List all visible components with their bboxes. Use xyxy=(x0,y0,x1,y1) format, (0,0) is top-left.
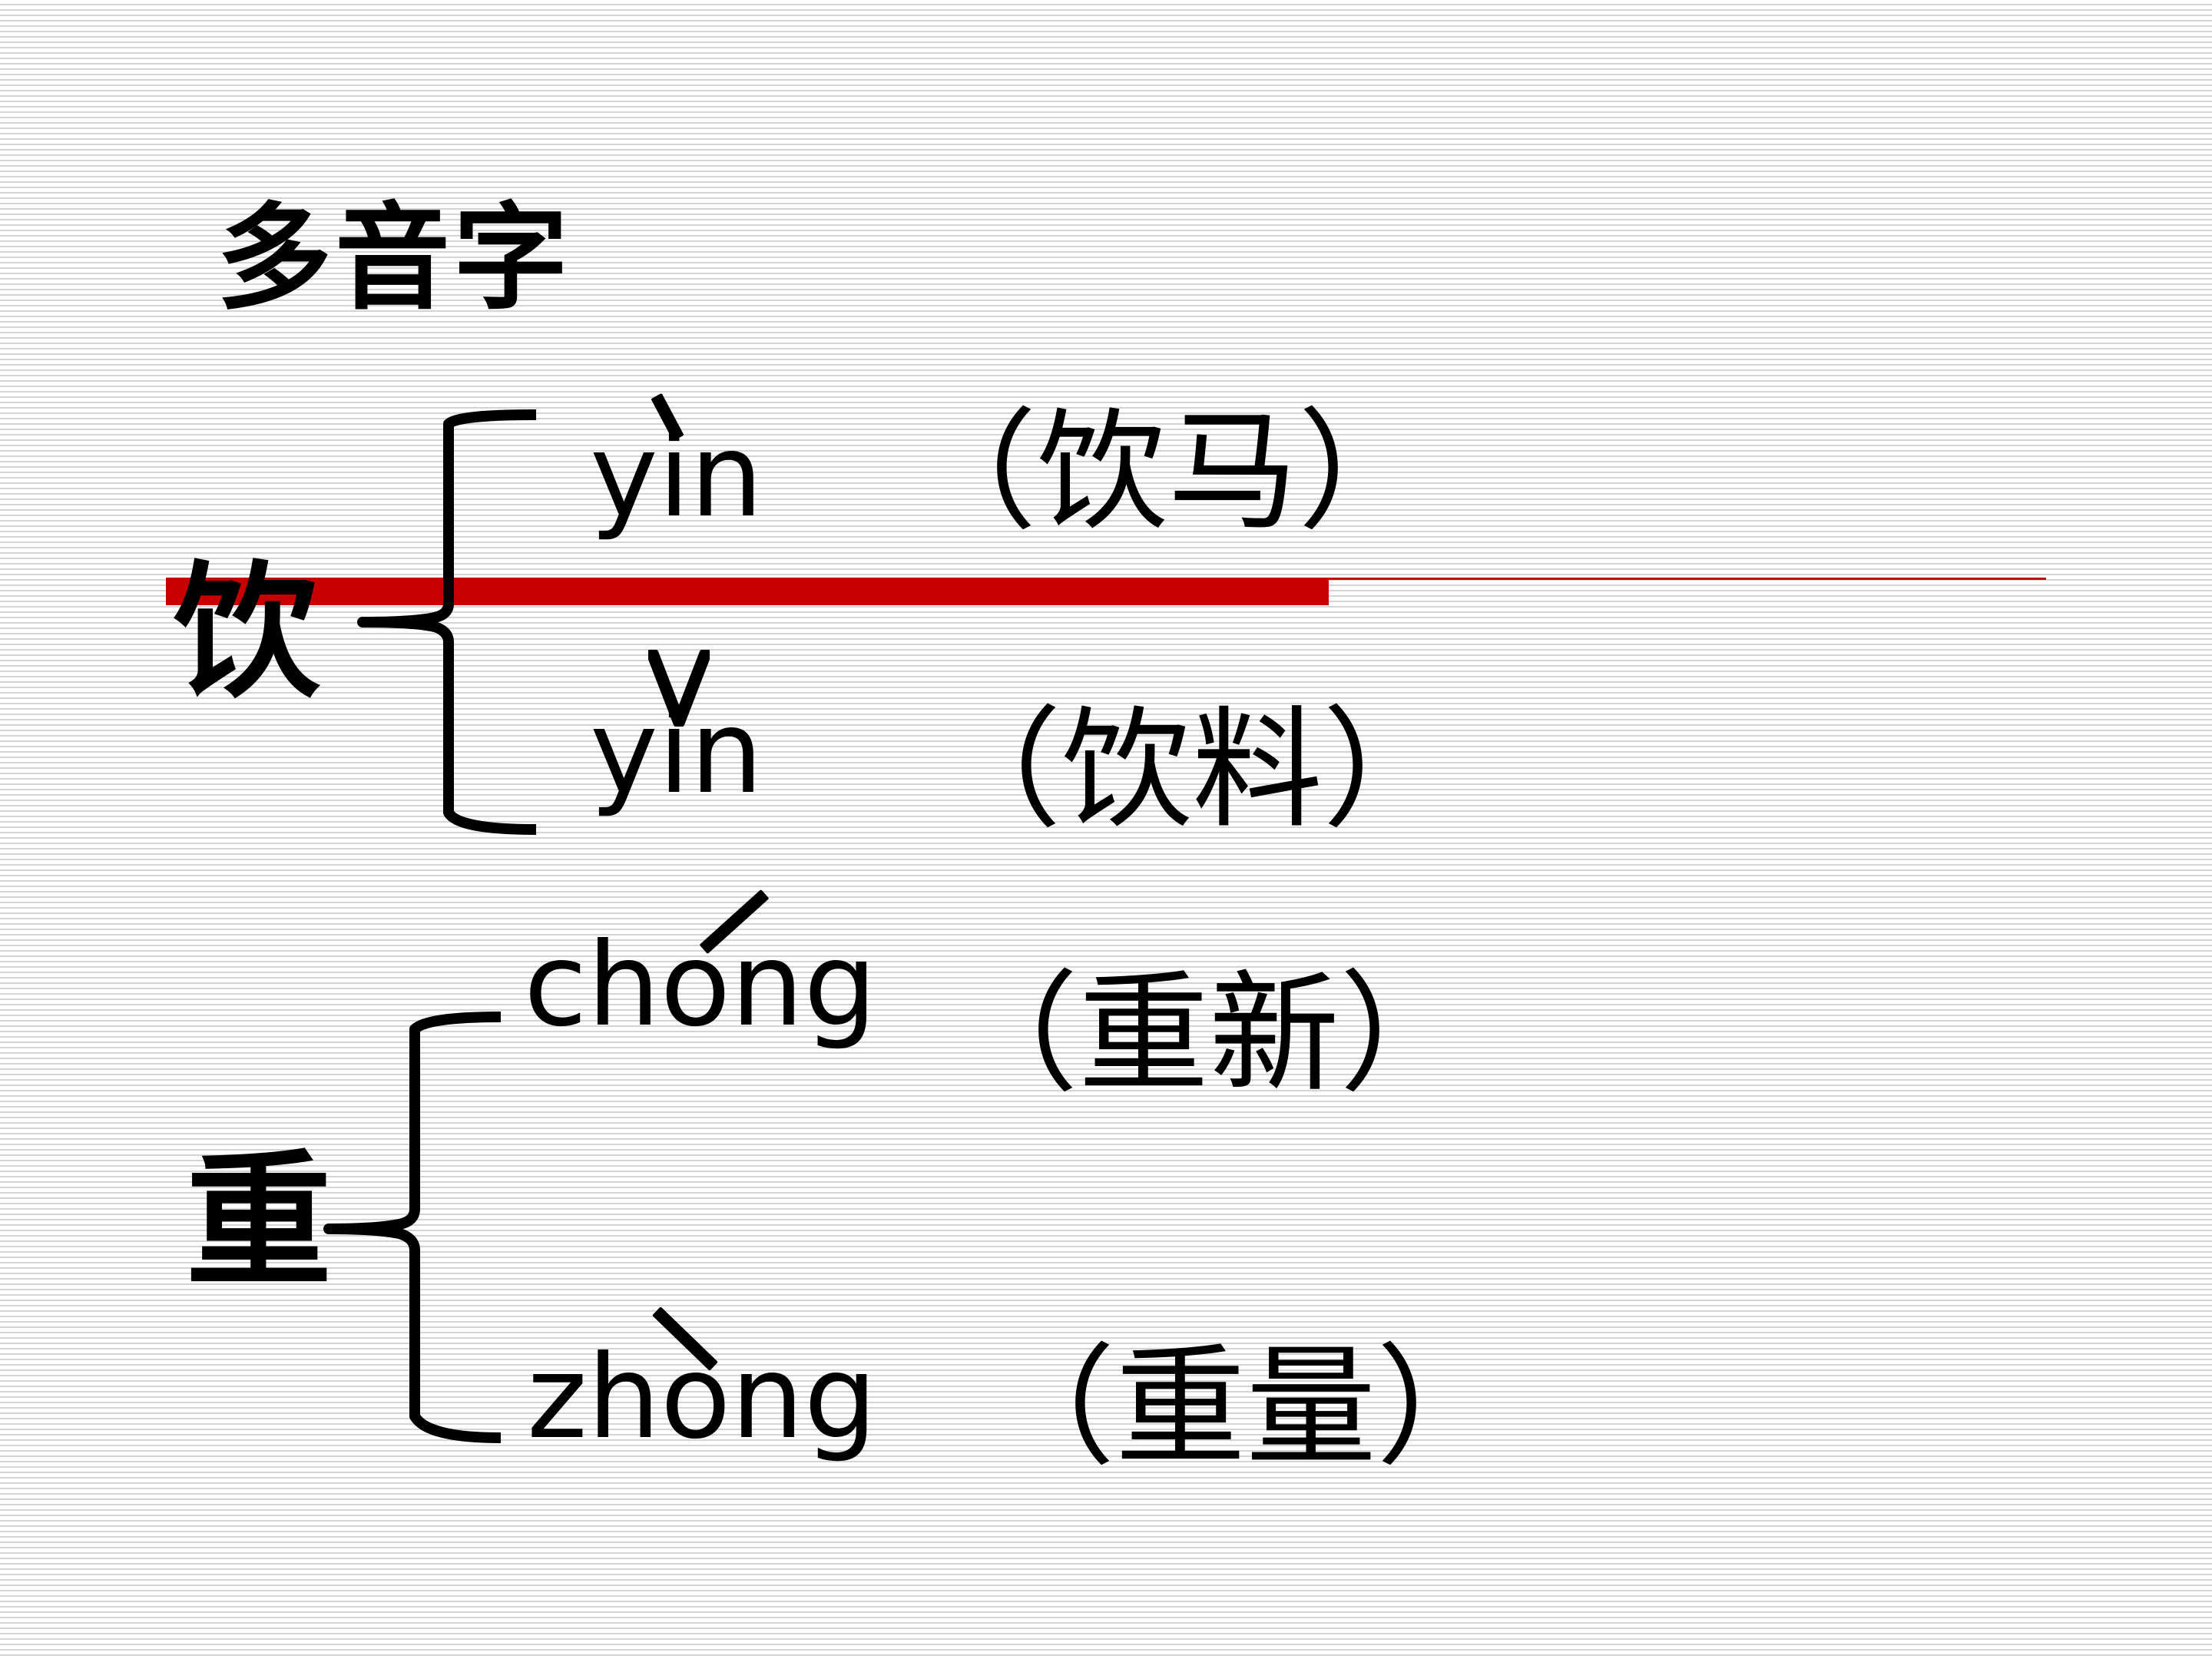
word-zhong-liang: （重量） xyxy=(985,1332,1508,1484)
word-yin-ma: （饮马） xyxy=(906,396,1429,548)
word-yin-liao: （饮料） xyxy=(931,694,1454,846)
character-yin: 饮 xyxy=(174,546,320,717)
highlight-line xyxy=(1329,578,2046,580)
character-zhong: 重 xyxy=(186,1135,333,1306)
bracket-yin xyxy=(357,409,537,835)
tone-mark-dipping xyxy=(648,650,710,727)
highlight-bar xyxy=(166,578,1329,605)
bracket-zhong xyxy=(323,1012,502,1443)
pinyin-chong-2: chong xyxy=(524,919,877,1052)
slide-title: 多音字 xyxy=(217,192,572,326)
word-chong-xin: （重新） xyxy=(948,959,1471,1111)
